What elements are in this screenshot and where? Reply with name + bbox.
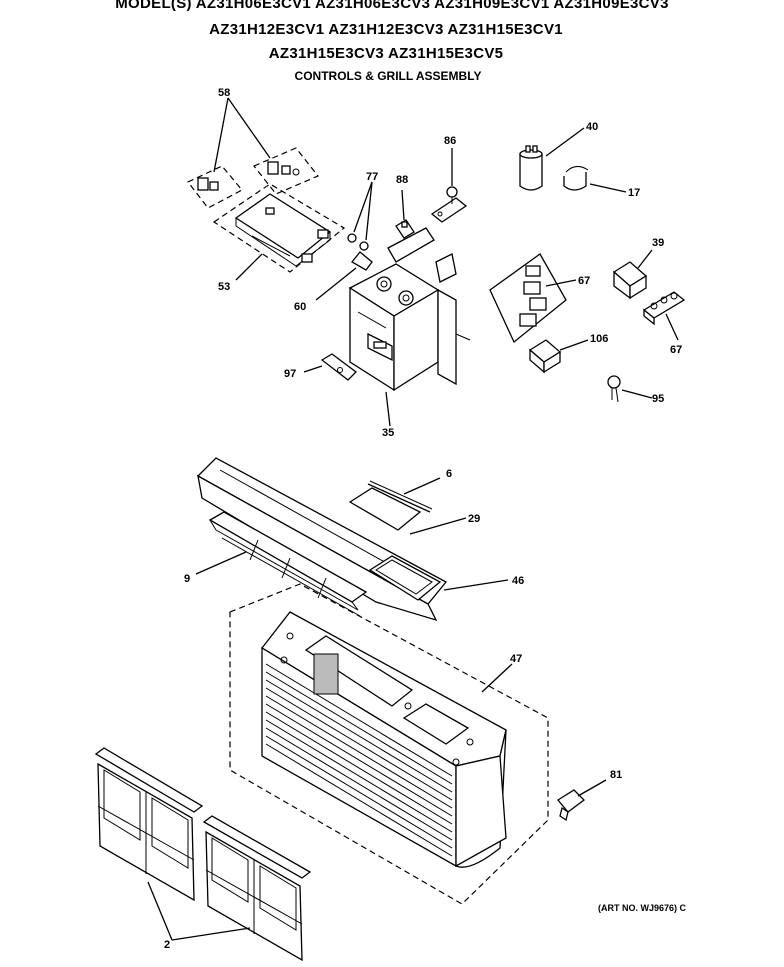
callout-17: 17: [628, 187, 640, 199]
part-95-wire-connector: [607, 375, 653, 403]
part-67-terminal-block: [642, 291, 686, 341]
model-list-line-3: AZ31H15E3CV3 AZ31H15E3CV5: [268, 45, 504, 62]
callout-81: 81: [610, 769, 622, 781]
callout-60: 60: [294, 301, 306, 313]
callout-106: 106: [590, 333, 608, 345]
callout-47: 47: [510, 653, 522, 665]
callout-58: 58: [218, 87, 230, 99]
callout-77: 77: [366, 171, 378, 183]
callout-35: 35: [382, 427, 394, 439]
callout-95: 95: [652, 393, 664, 405]
part-67-relay-board: [489, 253, 577, 344]
callout-86: 86: [444, 135, 456, 147]
callout-46: 46: [512, 575, 524, 587]
part-58-connectors: [187, 97, 319, 209]
callout-9: 9: [184, 573, 190, 585]
part-2-filter-left: [94, 747, 204, 902]
part-60-bracket: [315, 251, 373, 301]
part-86-thermostat: [430, 148, 468, 223]
part-81-clip: [557, 779, 607, 822]
callout-88: 88: [396, 174, 408, 186]
callout-67-relay-board: 67: [578, 275, 590, 287]
part-77-screws: [347, 181, 373, 251]
part-9-louver: [195, 511, 368, 617]
part-6-strip: [367, 477, 441, 513]
callout-97: 97: [284, 368, 296, 380]
art-number: (ART NO. WJ9676) C: [598, 903, 687, 913]
callout-53: 53: [218, 281, 230, 293]
part-35-control-box: [348, 227, 471, 427]
part-53-control-board: [212, 183, 346, 281]
diagram-subtitle: CONTROLS & GRILL ASSEMBLY: [294, 69, 482, 83]
part-29-label: [348, 487, 467, 535]
callout-29: 29: [468, 513, 480, 525]
part-17-capacitor-bracket: [563, 166, 627, 193]
model-list-line-2: AZ31H12E3CV1 AZ31H12E3CV3 AZ31H15E3CV1: [209, 21, 563, 38]
part-40-capacitor: [519, 127, 585, 191]
callout-6: 6: [446, 468, 452, 480]
part-2-filter-right: [147, 815, 312, 962]
callout-39: 39: [652, 237, 664, 249]
part-97-plate: [303, 353, 357, 381]
callout-2: 2: [164, 939, 170, 951]
part-39-relay: [612, 249, 653, 300]
part-88-switch: [395, 189, 415, 239]
callout-40: 40: [586, 121, 598, 133]
callout-67-terminal-block: 67: [670, 344, 682, 356]
model-list-line-1: MODEL(S) AZ31H06E3CV1 AZ31H06E3CV3 AZ31H…: [115, 0, 669, 12]
part-47-front-panel: [229, 583, 549, 905]
part-106-transformer: [528, 339, 589, 374]
